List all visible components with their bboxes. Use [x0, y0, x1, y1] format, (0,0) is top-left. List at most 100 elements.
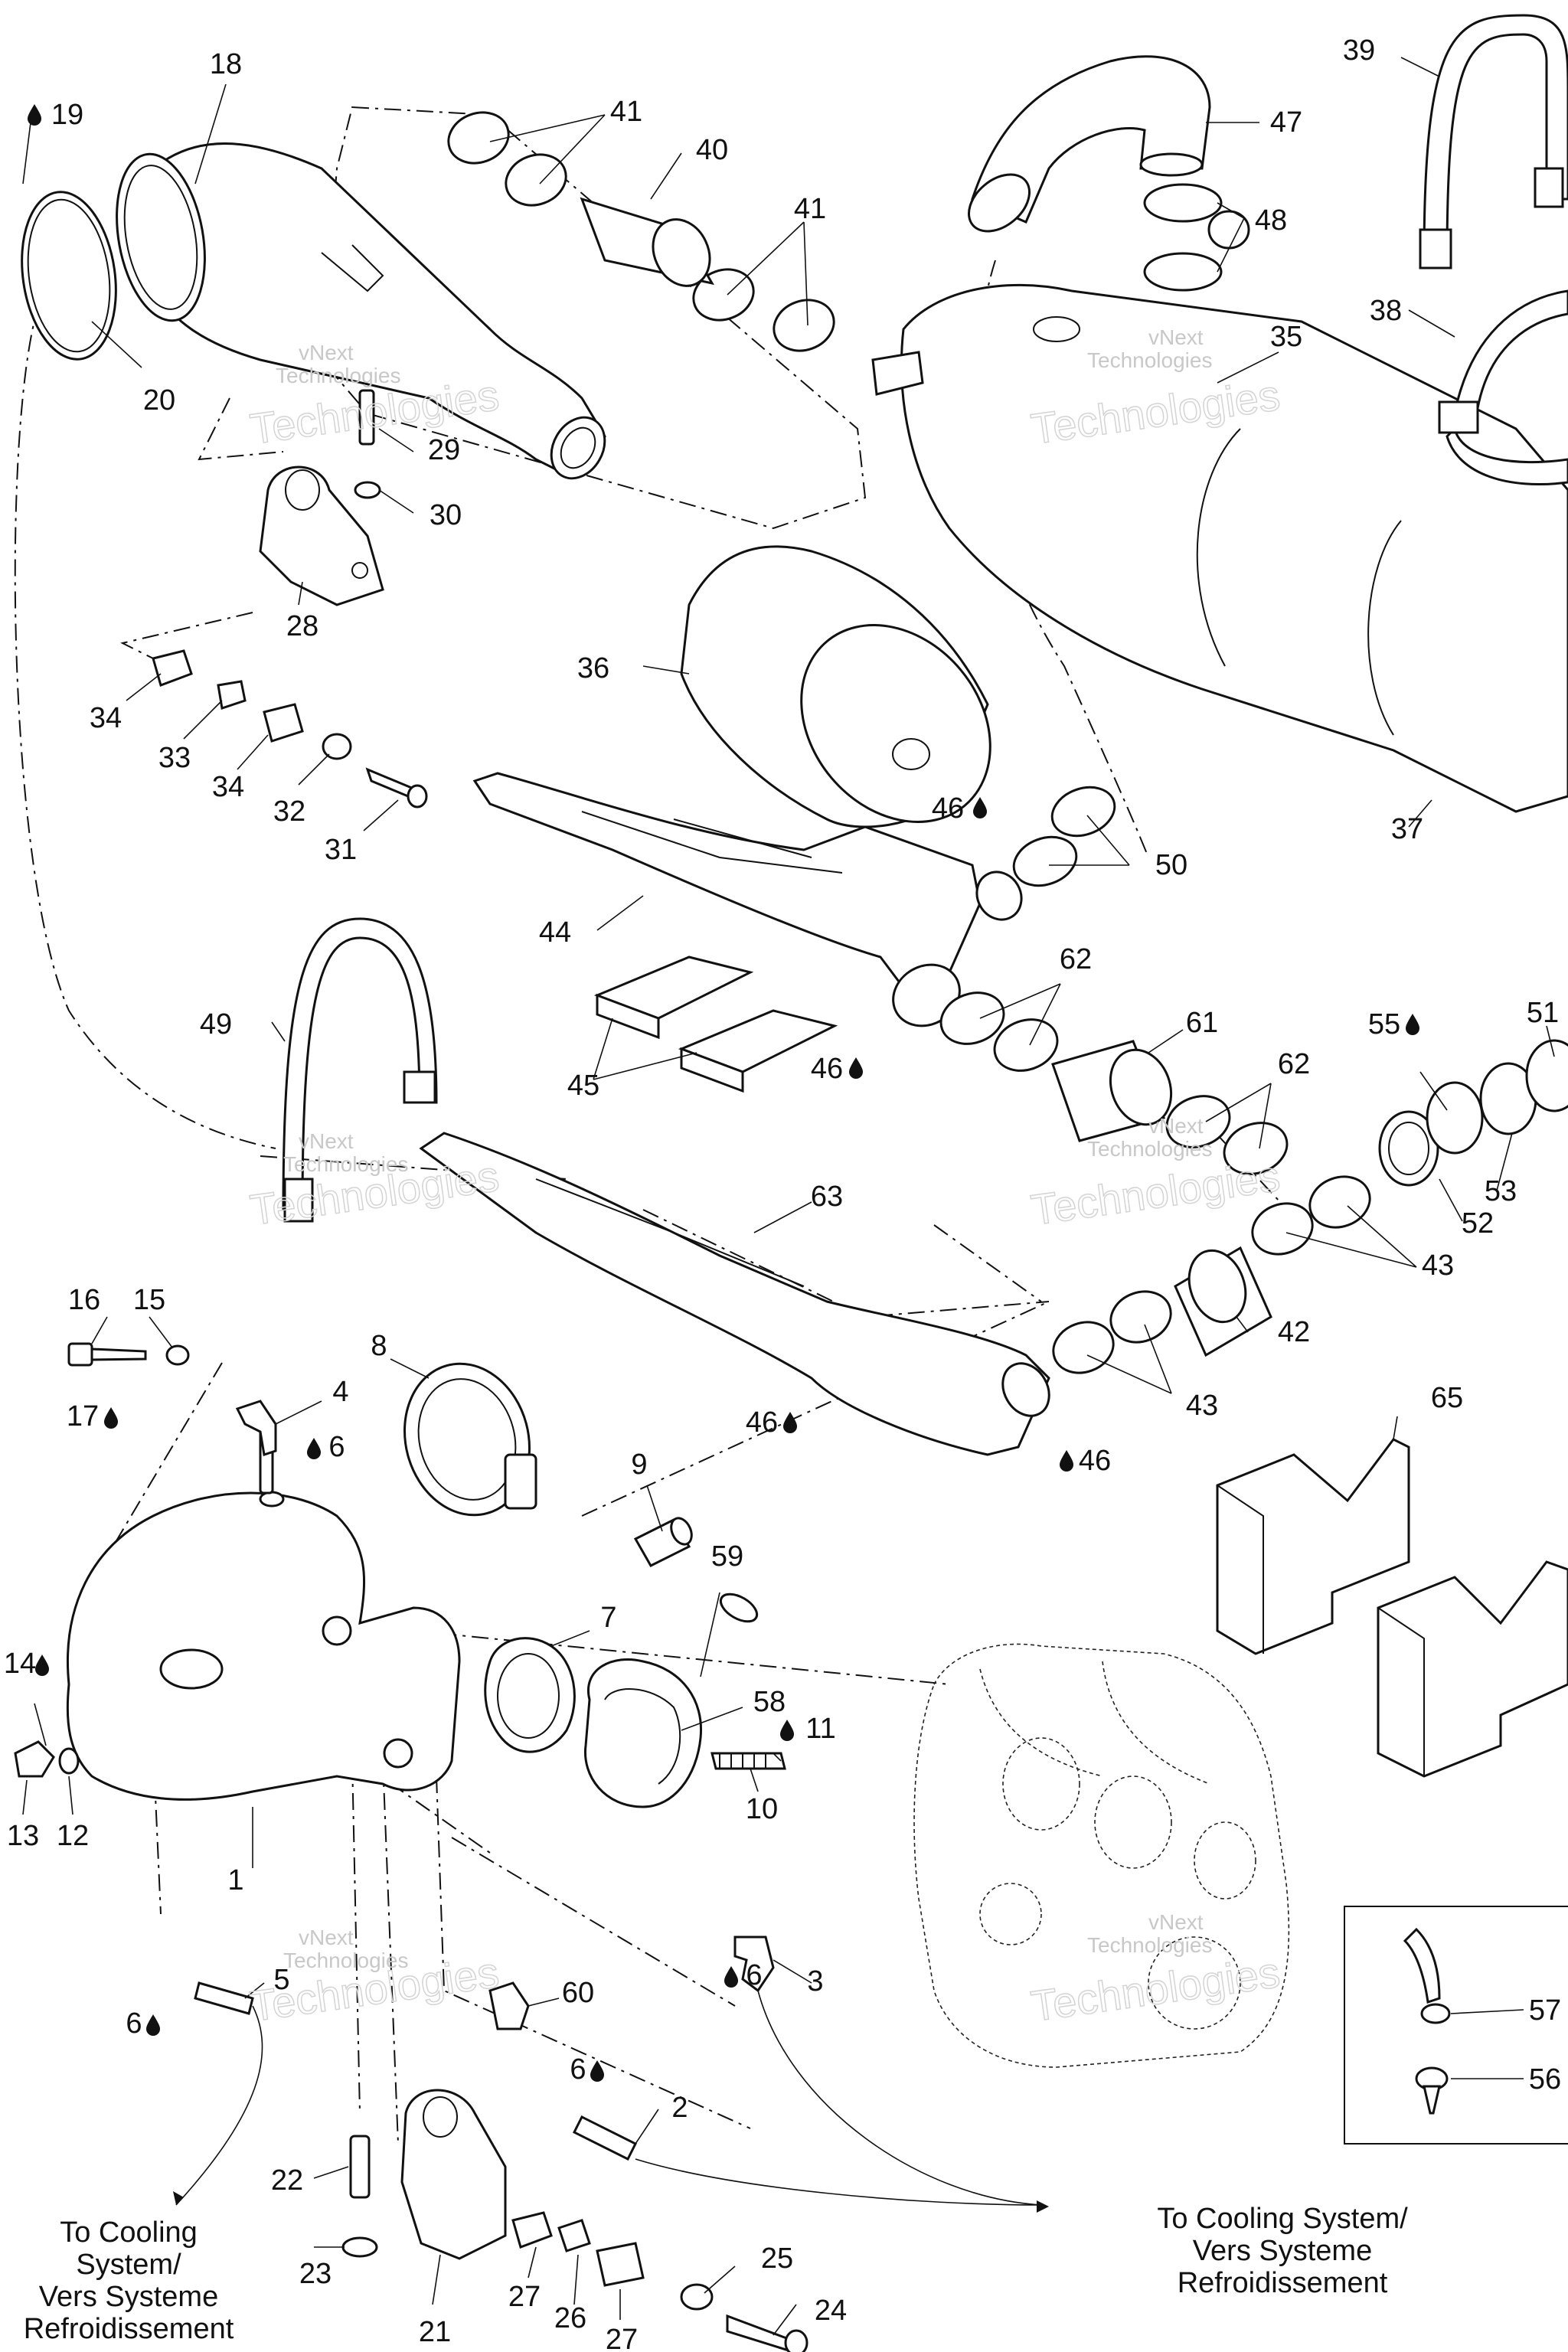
hose-sleeve-40	[580, 197, 714, 287]
callout-label: 46	[746, 1406, 778, 1439]
callout-label: 5	[273, 1964, 289, 1996]
elbow-fitting-4	[235, 1400, 277, 1456]
watermark-company: Technologies	[283, 1949, 408, 1972]
callout-label: 63	[811, 1181, 843, 1213]
gasket-7	[484, 1637, 576, 1753]
elbow-hose-47	[968, 55, 1211, 233]
watermark-outline-text: Technologies	[1028, 1948, 1282, 2030]
callout-label: 11	[805, 1713, 835, 1745]
clip-59	[719, 1592, 759, 1623]
cover-58	[583, 1658, 703, 1808]
oil-drop-icon	[35, 1655, 49, 1676]
callout-label: 3	[807, 1965, 823, 1998]
watermark-outline-text: Technologies	[1028, 1152, 1282, 1234]
callout-label: 20	[143, 384, 175, 416]
oil-drop-icon	[307, 1438, 321, 1459]
callout-label: 6	[126, 2007, 142, 2040]
note-line: Refroidissement	[24, 2313, 234, 2345]
watermark-company: Technologies	[1087, 1933, 1212, 1957]
oil-drop-icon	[1406, 1014, 1419, 1035]
callout-label: 53	[1485, 1175, 1517, 1207]
callout-label: 25	[761, 2243, 793, 2275]
callout-label: 47	[1270, 106, 1302, 139]
callout-label: 31	[325, 834, 357, 866]
watermark-company: Technologies	[276, 364, 400, 387]
oil-drop-icon	[780, 1720, 794, 1741]
note-line: Vers Systeme	[39, 2281, 218, 2313]
callout-label: 28	[286, 610, 318, 642]
hose-sleeve-42	[1174, 1246, 1272, 1357]
callout-label: 55	[1368, 1008, 1400, 1040]
callout-label: 62	[1278, 1048, 1310, 1080]
callout-label: 2	[671, 2092, 688, 2124]
callout-label: 34	[212, 771, 244, 803]
callout-label: 6	[746, 1959, 762, 1991]
spring-10	[710, 1752, 786, 1770]
exhaust-manifold-1	[66, 1423, 461, 1801]
watermark-company: Technologies	[1087, 1137, 1212, 1161]
cooling-system-note-left: To Cooling System/ Vers Systeme Refroidi…	[24, 2216, 234, 2345]
callout-label: 42	[1278, 1316, 1310, 1348]
seal-ring-19	[21, 191, 117, 361]
watermark-brand: vNext	[1148, 325, 1204, 349]
bracket-28	[259, 389, 384, 606]
callout-label: 43	[1422, 1250, 1454, 1282]
callout-label: 43	[1186, 1390, 1218, 1422]
callout-label: 50	[1155, 849, 1187, 881]
oil-drop-icon	[1060, 1450, 1073, 1472]
watermark-company: Technologies	[283, 1152, 408, 1176]
callout-label: 27	[508, 2281, 541, 2313]
callout-label: 56	[1529, 2063, 1561, 2096]
spacer-9	[633, 1517, 693, 1567]
oil-drop-icon	[973, 797, 987, 818]
callout-label: 6	[570, 2053, 586, 2086]
watermark-brand: vNext	[299, 1926, 354, 1949]
callout-label: 33	[158, 742, 191, 774]
callout-label: 15	[133, 1284, 165, 1316]
spacer-hardware-24-27	[511, 2211, 808, 2352]
callout-label: 21	[419, 2316, 451, 2348]
plug-60	[488, 1981, 530, 2030]
strap-39	[1419, 14, 1568, 270]
callout-label: 13	[7, 1820, 39, 1852]
callout-label: 4	[332, 1376, 348, 1408]
callout-label: 12	[57, 1820, 89, 1852]
callout-label: 48	[1255, 204, 1287, 237]
callout-label: 1	[227, 1864, 243, 1896]
callout-label: 37	[1391, 813, 1423, 845]
cooling-system-note-right: To Cooling System/ Vers Systeme Refroidi…	[1157, 2203, 1408, 2299]
callout-label: 6	[328, 1431, 345, 1463]
callout-label: 62	[1060, 943, 1092, 975]
exhaust-pipe-18	[116, 142, 606, 480]
callout-label: 46	[932, 792, 964, 825]
callout-label: 16	[68, 1284, 100, 1316]
callout-label: 46	[811, 1053, 843, 1085]
hardware-inset-box	[1344, 1906, 1568, 2145]
callout-label: 60	[562, 1977, 594, 2009]
note-line: System/	[76, 2249, 181, 2281]
hose-clamps-48	[1143, 183, 1223, 292]
exhaust-pipe-44	[472, 772, 1023, 1027]
callout-label: 23	[299, 2258, 332, 2290]
oil-drop-icon	[28, 104, 41, 126]
callout-label: 8	[371, 1330, 387, 1362]
muffler-37	[871, 210, 1568, 813]
oil-drop-icon	[104, 1407, 118, 1429]
callout-label: 44	[539, 916, 571, 949]
bracket-21	[341, 2089, 507, 2260]
engine-outline	[913, 1643, 1290, 2068]
elbow-fitting-3	[733, 1936, 775, 1993]
callout-label: 26	[554, 2302, 586, 2334]
cooling-hose-lines	[173, 1990, 1049, 2213]
insulation-pads-45	[593, 956, 838, 1093]
callout-label: 65	[1431, 1382, 1463, 1414]
oil-drop-icon	[146, 2014, 160, 2036]
coupler-clamp-8	[403, 1362, 537, 1517]
watermark-brand: vNext	[1148, 1114, 1204, 1138]
hose-barb-5	[194, 1981, 254, 2015]
oil-drop-icon	[849, 1057, 863, 1079]
fitting-2	[572, 2115, 638, 2161]
callout-label: 7	[600, 1602, 616, 1634]
strap-49	[282, 917, 438, 1223]
